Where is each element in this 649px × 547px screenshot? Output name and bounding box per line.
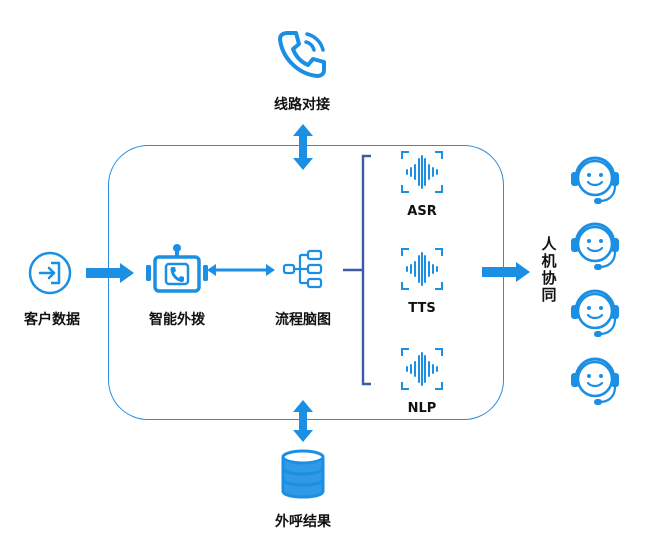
bottom-double-arrow [293,400,313,442]
headset-agent-icon [570,156,620,206]
link-double-arrow [207,264,275,276]
nlp-label: NLP [407,401,437,416]
top-node-label: 线路对接 [274,97,330,113]
headset-agent-icon [570,357,620,407]
module-bracket [343,154,371,386]
tts-label: TTS [408,301,436,316]
login-icon [28,251,72,295]
bottom-node-label: 外呼结果 [275,514,331,530]
smart-dial-label: 智能外拨 [149,312,205,328]
waveform-icon [401,151,443,193]
waveform-icon [401,248,443,290]
database-icon [281,449,325,499]
top-double-arrow [293,124,313,170]
left-node-label: 客户数据 [24,312,80,328]
input-arrow [86,263,134,283]
headset-agent-icon [570,222,620,272]
waveform-icon [401,348,443,390]
output-arrow [482,262,530,282]
robot-phone-icon [146,243,208,295]
headset-agent-icon [570,289,620,339]
phone-icon [276,28,328,80]
flowmap-label: 流程脑图 [275,312,331,328]
asr-label: ASR [407,204,437,219]
human-machine-label: 人机协同 [541,235,557,304]
flowchart-icon [282,249,323,289]
